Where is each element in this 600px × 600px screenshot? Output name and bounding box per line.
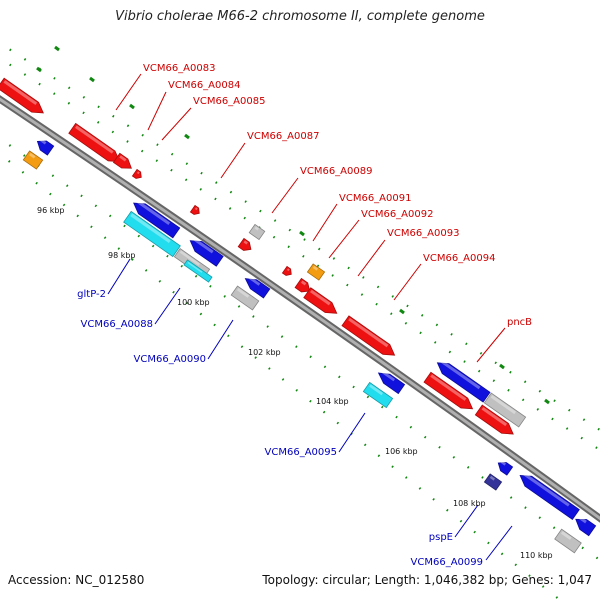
guide-dash-0 (36, 66, 42, 73)
gene-feature-15 (244, 276, 271, 299)
guide-dash-8 (544, 398, 550, 405)
gene-feature-0 (0, 77, 44, 114)
guide-dash-2 (89, 76, 95, 83)
gene-label-pncB-leader (476, 327, 506, 363)
gene-label-gltP-2-leader (107, 258, 131, 295)
gene-feature-5 (237, 237, 252, 251)
gene-label-a0099-leader (485, 525, 513, 561)
gene-feature-21 (22, 150, 44, 170)
gene-feature-16 (377, 370, 406, 395)
gene-label-a0094: VCM66_A0094 (423, 253, 495, 264)
gene-label-a0087: VCM66_A0087 (247, 131, 319, 142)
tick-label-0: 96 kbp (37, 206, 65, 215)
tick-label-4: 104 kbp (316, 397, 349, 406)
gene-feature-17 (436, 359, 491, 403)
tick-label-5: 106 kbp (385, 447, 418, 456)
gene-feature-11 (474, 404, 514, 435)
gene-label-a0084-leader (147, 91, 167, 131)
gene-label-a0091: VCM66_A0091 (339, 193, 411, 204)
gene-feature-19 (519, 472, 580, 520)
gene-label-a0085-leader (161, 107, 192, 141)
gene-label-a0094-leader (393, 263, 422, 301)
tick-label-6: 108 kbp (453, 499, 486, 508)
chromosome-backbone-highlight (0, 97, 600, 521)
gene-feature-29 (362, 381, 394, 409)
scale-ticks: 96 kbp 98 kbp 100 kbp 102 kbp 104 kbp 106 kbp… (37, 206, 553, 560)
guide-dash-1 (54, 45, 60, 52)
gene-feature-20 (575, 516, 597, 537)
gene-label-a0088: VCM66_A0088 (81, 319, 153, 330)
guide-dots-2 (0, 152, 561, 600)
gene-label-a0087-leader (220, 142, 246, 179)
guide-dash-3 (129, 103, 135, 110)
gene-feature-18 (497, 460, 514, 476)
gene-label-a0091-leader (312, 203, 338, 242)
label-leader-lines (107, 73, 513, 561)
gene-label-a0083-leader (115, 73, 142, 111)
gene-label-a0090: VCM66_A0090 (134, 354, 206, 365)
gene-feature-10 (423, 371, 474, 410)
guide-dash-7 (499, 363, 505, 370)
gene-feature-7 (294, 277, 311, 293)
tick-label-3: 102 kbp (248, 348, 281, 357)
gene-label-a0099: VCM66_A0099 (411, 557, 483, 568)
gene-feature-23 (248, 223, 266, 241)
gene-label-a0089-leader (271, 177, 299, 214)
gene-feature-8 (303, 287, 338, 314)
tick-label-2: 100 kbp (177, 298, 210, 307)
gene-feature-27 (554, 528, 582, 554)
gene-feature-28 (123, 210, 181, 258)
gene-label-a0092-leader (328, 219, 360, 259)
tick-label-1: 98 kbp (108, 251, 136, 260)
guide-dash-5 (299, 230, 305, 237)
guide-dots-0 (0, 56, 600, 451)
gene-label-pspE-leader (454, 504, 479, 538)
gene-label-a0093-leader (357, 239, 386, 277)
gene-label-pspE: pspE (429, 532, 453, 543)
gene-feature-6 (281, 265, 292, 276)
map-title: Vibrio cholerae M66-2 chromosome II, com… (115, 9, 485, 24)
guide-dash-6 (399, 308, 405, 315)
gene-features (0, 77, 597, 554)
gene-label-a0084: VCM66_A0084 (168, 80, 240, 91)
accession-text: Accession: NC_012580 (8, 573, 145, 587)
gene-feature-30 (183, 259, 213, 283)
gene-label-pncB: pncB (507, 317, 532, 328)
gene-label-a0085: VCM66_A0085 (193, 96, 265, 107)
gene-feature-12 (36, 138, 55, 156)
gene-feature-25 (230, 285, 260, 311)
gene-label-gltP-2: gltP-2 (77, 289, 106, 300)
guide-dash-4 (184, 133, 190, 140)
gene-feature-3 (131, 168, 142, 179)
gene-label-a0095-leader (338, 412, 366, 453)
gene-label-a0095: VCM66_A0095 (265, 447, 337, 458)
gene-label-a0083: VCM66_A0083 (143, 63, 215, 74)
topology-summary: Topology: circular; Length: 1,046,382 bp… (262, 573, 592, 587)
gene-feature-26 (483, 392, 527, 428)
gene-feature-9 (341, 315, 396, 356)
gene-label-a0089: VCM66_A0089 (300, 166, 372, 177)
gene-feature-13 (133, 200, 181, 239)
gene-feature-2 (112, 152, 132, 169)
gene-label-a0092: VCM66_A0092 (361, 209, 433, 220)
gene-label-a0090-leader (207, 319, 234, 360)
gene-label-a0093: VCM66_A0093 (387, 228, 459, 239)
tick-label-7: 110 kbp (520, 551, 553, 560)
gene-feature-22 (306, 263, 326, 281)
gene-feature-4 (189, 204, 200, 215)
dotted-guide-lines (0, 41, 600, 600)
guide-dots-1 (0, 137, 600, 561)
gene-label-a0088-leader (154, 287, 181, 325)
gene-labels: VCM66_A0083VCM66_A0084VCM66_A0085VCM66_A… (77, 63, 532, 568)
gene-feature-14 (189, 237, 224, 267)
guide-dots-3 (0, 41, 600, 431)
gene-feature-31 (483, 473, 503, 491)
